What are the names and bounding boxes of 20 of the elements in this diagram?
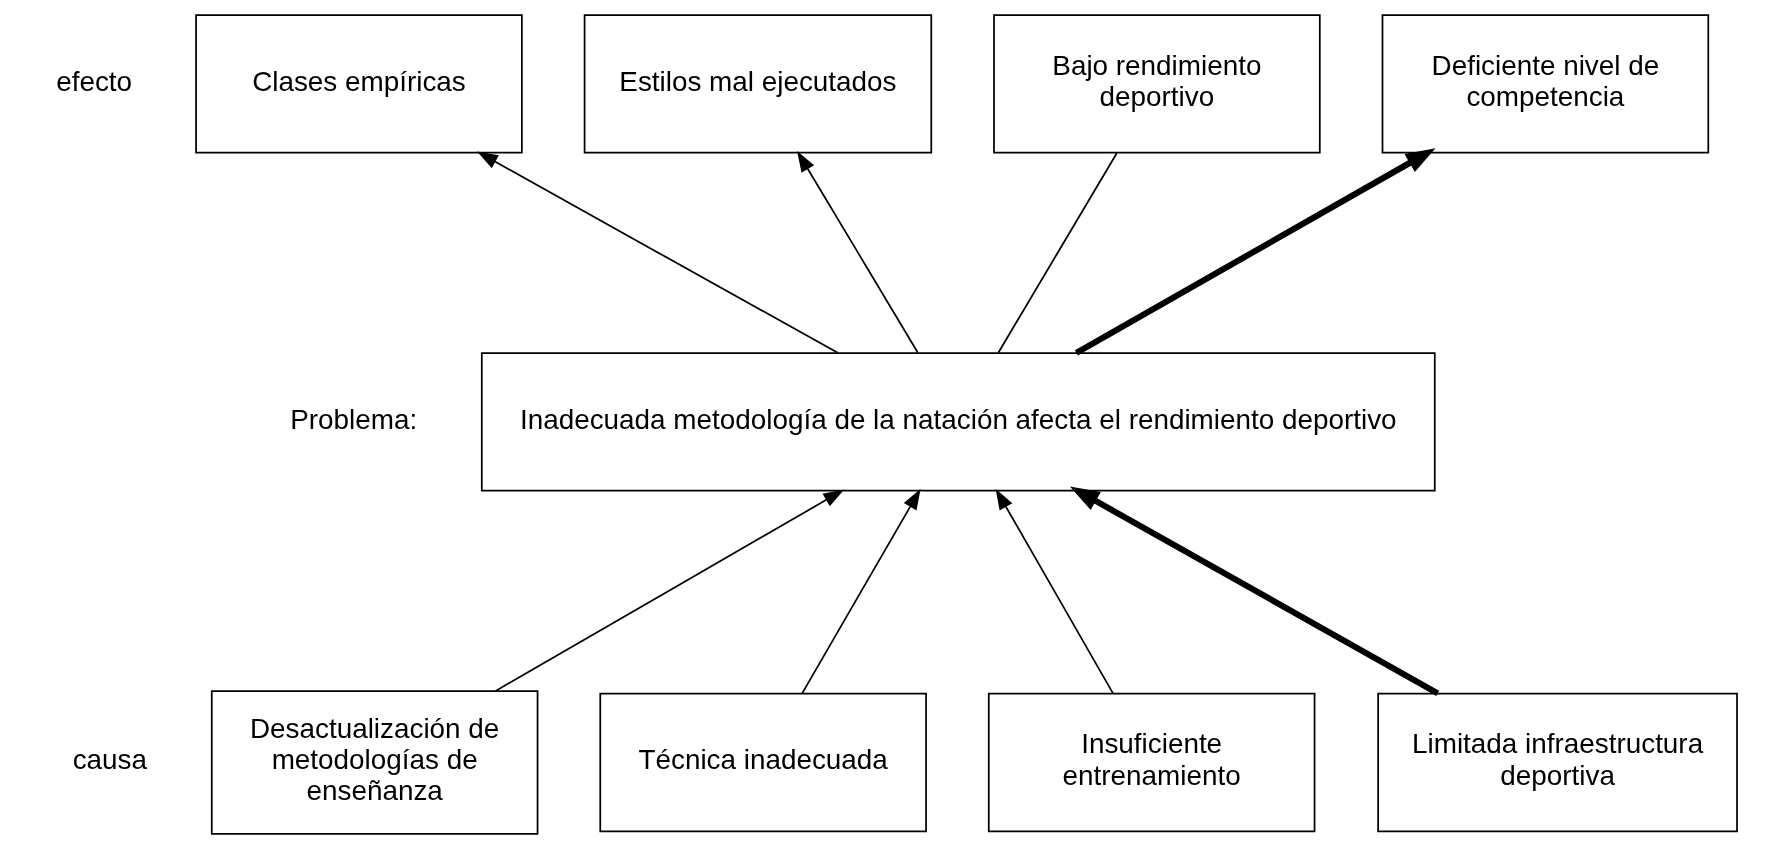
node-box: Insuficiente entrenamiento [987,692,1315,833]
node-box: Limitada infraestructura deportiva [1376,692,1738,833]
node-box: Bajo rendimiento deportivo [992,14,1321,154]
label: efecto [55,65,132,97]
arrow [1069,486,1439,696]
node-box: Técnica inadecuada [598,692,927,833]
arrow [476,151,839,354]
node-box: Desactualización de metodologías de enseñanza [210,690,538,835]
node-box: Deficiente nivel de competencia [1381,14,1709,154]
node-box: Clases empíricas [194,14,523,154]
connector [997,152,1118,354]
arrow [995,488,1114,695]
node-box: Inadecuada metodología de la natación afecta el rendimiento deportivo [480,352,1436,492]
arrow [494,489,844,692]
arrow [800,488,921,695]
arrow [1074,148,1435,356]
label: causa [72,744,147,776]
label: Problema: [289,403,417,435]
arrow [796,151,919,354]
node-box: Estilos mal ejecutados [583,14,932,154]
